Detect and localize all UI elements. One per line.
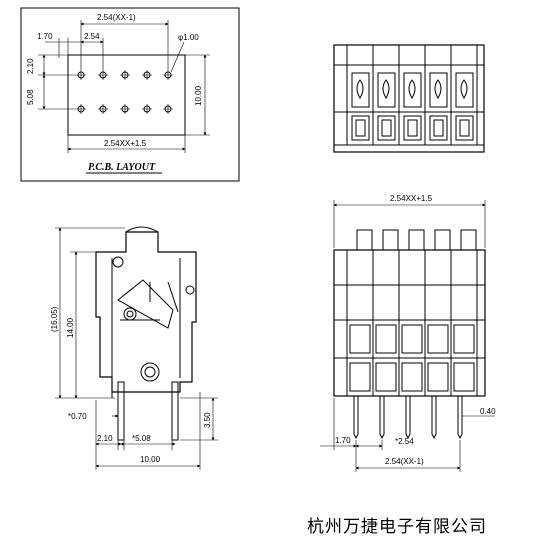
top-view-body (333, 44, 485, 153)
side-view-body (95, 231, 197, 393)
pcb-dim-row-offset: 2.10 (26, 58, 35, 74)
front-dim-pitch-total: 2.54(XX-1) (385, 457, 424, 466)
pcb-layout-title: P.C.B. LAYOUT (88, 162, 156, 173)
side-dim-front-offset: 2.10 (97, 434, 113, 443)
front-view: 2.54XX+1.5 0.40 1.70 *2.54 2.54(XX-1) (320, 194, 496, 472)
pcb-dim-height: 10.00 (194, 85, 203, 106)
pcb-dim-total-width: 2.54XX+1.5 (104, 139, 147, 148)
pcb-dim-row-spacing: 5.08 (26, 89, 35, 105)
pcb-holes (76, 70, 173, 114)
company-name: 杭州万捷电子有限公司 (307, 517, 487, 537)
pcb-dim-hole: φ1.00 (178, 33, 199, 42)
front-dim-total-width: 2.54XX+1.5 (390, 194, 433, 203)
side-view: (16.05) 14.00 *0.70 3.50 2.10 *5.08 10.0… (50, 226, 218, 470)
side-dim-pin-spacing: *5.08 (132, 434, 151, 443)
front-view-details (334, 229, 485, 396)
pcb-dim-pitch: 2.54 (84, 32, 100, 41)
top-view-slots (346, 45, 478, 145)
side-view-pin-front (117, 381, 125, 441)
pcb-dim-margin-left: 1.70 (37, 32, 53, 41)
front-view-pins (353, 396, 463, 440)
side-dim-pin-offset: *0.70 (68, 412, 87, 421)
pcb-layout-view: 2.54(XX-1) 2.54 1.70 φ1.00 2.10 5.08 10.… (20, 7, 240, 182)
front-dim-pin-width: 0.40 (480, 407, 496, 416)
front-view-body (333, 249, 486, 397)
side-view-pin-rear (171, 381, 179, 441)
side-dim-pin-length: 3.50 (203, 412, 212, 428)
top-view (333, 44, 485, 153)
front-dim-pitch: *2.54 (395, 437, 414, 446)
pcb-outline (67, 54, 186, 136)
front-dim-margin: 1.70 (335, 436, 351, 445)
side-dim-body-height: 14.00 (66, 317, 75, 338)
side-dim-overall-height: (16.05) (50, 306, 59, 332)
pcb-dim-pitch-top: 2.54(XX-1) (97, 13, 136, 22)
side-dim-depth: 10.00 (140, 455, 161, 464)
pcb-frame (20, 7, 240, 182)
